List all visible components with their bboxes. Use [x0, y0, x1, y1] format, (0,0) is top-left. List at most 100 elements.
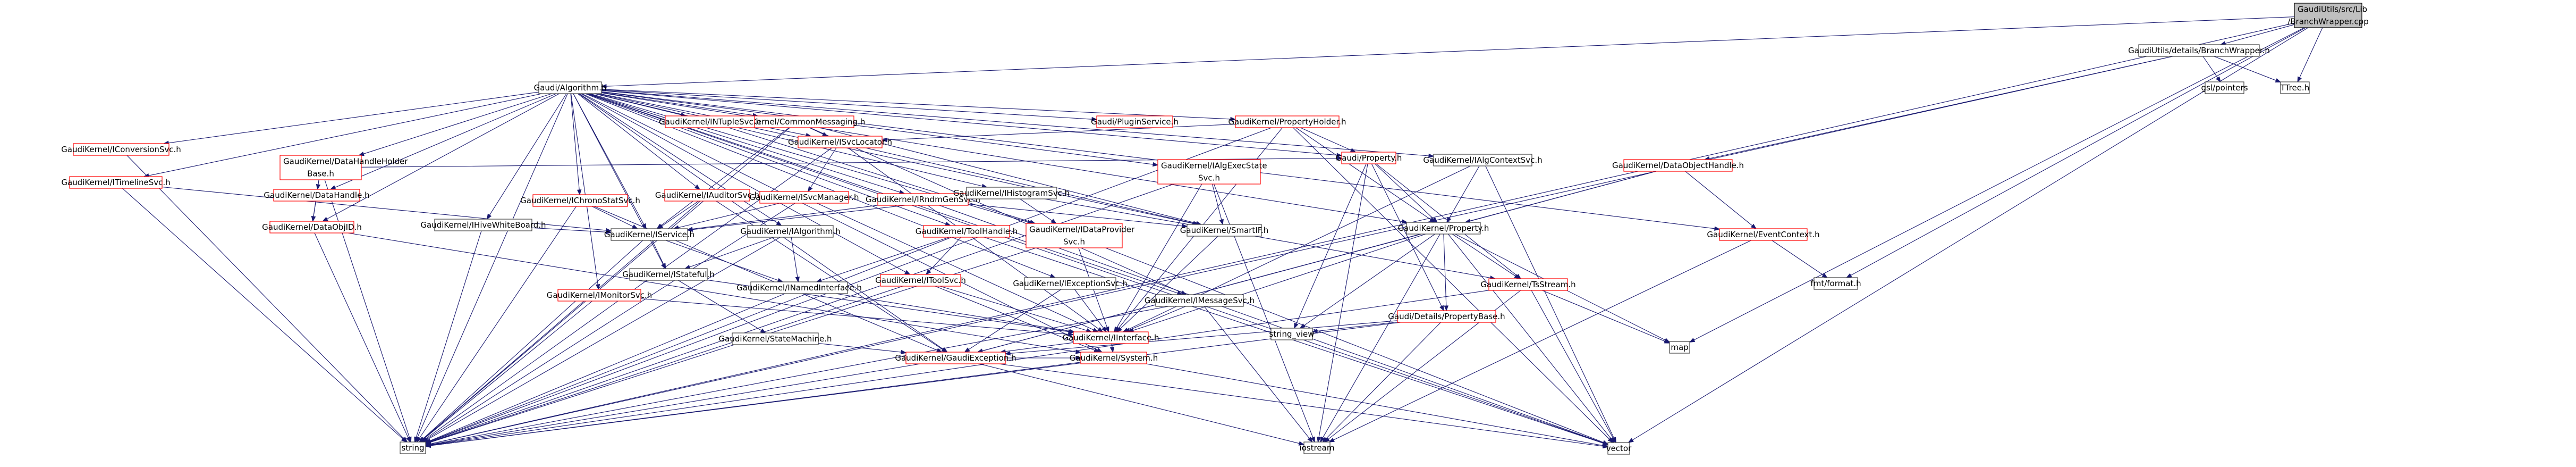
include-edge — [925, 237, 962, 276]
node-box — [1341, 152, 1396, 164]
node-dataobjid[interactable]: GaudiKernel/DataObjID.h — [262, 221, 362, 234]
node-iconv[interactable]: GaudiKernel/IConversionSvc.h — [61, 143, 181, 156]
node-gaudiexc[interactable]: GaudiKernel/GaudiException.h — [895, 352, 1016, 364]
node-label: map — [1671, 343, 1688, 352]
node-map[interactable]: map — [1669, 341, 1690, 354]
include-edge — [324, 179, 412, 443]
node-statemach[interactable]: GaudiKernel/StateMachine.h — [719, 332, 832, 345]
node-label: GaudiUtils/src/Lib — [2298, 5, 2367, 14]
node-iexcsvc[interactable]: GaudiKernel/IExceptionSvc.h — [1013, 277, 1128, 290]
node-box — [1397, 310, 1496, 323]
node-ihist[interactable]: GaudiKernel/IHistogramSvc.h — [953, 187, 1070, 199]
include-edge — [425, 22, 2295, 446]
node-label: GaudiKernel/IAlgorithm.h — [740, 227, 840, 236]
include-edge — [1128, 234, 1426, 333]
node-label: Gaudi/Property.h — [1336, 153, 1402, 163]
node-isvcloc[interactable]: GaudiKernel/ISvcLocator.h — [788, 136, 892, 148]
node-ialgctx[interactable]: GaudiKernel/IAlgContextSvc.h — [1423, 154, 1543, 166]
node-propholder[interactable]: GaudiKernel/PropertyHolder.h — [1228, 115, 1346, 128]
node-box — [966, 187, 1057, 199]
node-dataobjh[interactable]: GaudiKernel/DataObjectHandle.h — [1612, 159, 1744, 172]
node-smartif[interactable]: GaudiKernel/SmartIF.h — [1180, 224, 1268, 237]
node-property[interactable]: Gaudi/Property.h — [1336, 152, 1402, 164]
include-edge — [314, 232, 411, 443]
node-label: GaudiKernel/IHistogramSvc.h — [953, 188, 1070, 198]
node-root: GaudiUtils/src/Lib/BranchWrapper.cpp — [2287, 3, 2369, 28]
node-inamed[interactable]: GaudiKernel/INamedInterface.h — [736, 281, 862, 294]
include-edge — [1685, 171, 1757, 229]
node-propbase[interactable]: Gaudi/Details/PropertyBase.h — [1388, 310, 1505, 323]
node-iauditor[interactable]: GaudiKernel/IAuditorSvc.h — [655, 189, 759, 202]
node-vector[interactable]: vector — [1606, 442, 1632, 455]
include-edge — [1300, 127, 1357, 153]
node-intuple[interactable]: GaudiKernel/INTupleSvc.h — [659, 115, 761, 128]
node-dhandle[interactable]: GaudiKernel/DataHandle.h — [264, 189, 370, 202]
node-isvcmgr[interactable]: GaudiKernel/ISvcManager.h — [750, 191, 859, 204]
include-edge — [425, 362, 1081, 448]
include-edge — [577, 93, 701, 190]
node-label: GaudiKernel/IAlgExecState — [1161, 161, 1267, 171]
include-edge — [1204, 306, 1313, 443]
node-box — [759, 191, 849, 204]
node-iwb[interactable]: GaudiKernel/IHiveWhiteBoard.h — [420, 219, 546, 231]
node-fmt[interactable]: fmt/format.h — [1810, 277, 1861, 290]
node-alg[interactable]: Gaudi/Algorithm.h — [534, 81, 607, 94]
node-toolhandle[interactable]: GaudiKernel/ToolHandle.h — [916, 225, 1018, 238]
include-edge — [1375, 163, 1438, 223]
include-edge — [600, 16, 2295, 89]
node-box — [798, 136, 883, 148]
node-imonitor[interactable]: GaudiKernel/IMonitorSvc.h — [547, 289, 653, 302]
node-label: GaudiKernel/DataHandleHolder — [283, 157, 408, 166]
node-gkprop[interactable]: GaudiKernel/Property.h — [1398, 222, 1489, 235]
include-edge — [1531, 290, 1616, 444]
node-label: gsl/pointers — [2201, 83, 2248, 93]
node-iservice[interactable]: GaudiKernel/IService.h — [604, 228, 694, 241]
node-pluginsvc[interactable]: Gaudi/PluginService.h — [1091, 115, 1179, 128]
node-label: GaudiKernel/ISvcLocator.h — [788, 137, 892, 147]
node-ttree[interactable]: TTree.h — [2280, 81, 2310, 94]
node-cmsg[interactable]: GaudiKernel/CommonMessaging.h — [728, 115, 866, 128]
node-ialgorithm[interactable]: GaudiKernel/IAlgorithm.h — [740, 225, 841, 238]
include-edge — [587, 93, 1609, 445]
node-evtctx[interactable]: GaudiKernel/EventContext.h — [1707, 228, 1820, 241]
node-label: Base.h — [307, 169, 334, 179]
node-itoolsvc[interactable]: GaudiKernel/IToolSvc.h — [875, 274, 966, 287]
node-istateful[interactable]: GaudiKernel/IStateful.h — [622, 268, 715, 281]
node-string[interactable]: string — [400, 441, 426, 454]
node-label: GaudiKernel/IToolSvc.h — [875, 276, 966, 285]
node-irndm[interactable]: GaudiKernel/IRndmGenSvc.h — [866, 193, 980, 206]
node-label: GaudiKernel/IMonitorSvc.h — [547, 290, 653, 300]
node-box — [747, 225, 834, 238]
include-edge — [1689, 27, 2304, 343]
node-box — [532, 194, 628, 207]
include-edge — [425, 363, 921, 447]
node-stringview[interactable]: string_view — [1269, 328, 1315, 340]
node-box — [2294, 3, 2362, 28]
node-box — [1433, 154, 1532, 166]
node-box — [664, 189, 750, 202]
node-system[interactable]: GaudiKernel/System.h — [1070, 352, 1158, 364]
include-edge — [1211, 184, 1224, 226]
node-box — [2280, 81, 2310, 94]
node-gslp[interactable]: gsl/pointers — [2201, 81, 2248, 94]
node-iinterface[interactable]: GaudiKernel/IInterface.h — [1062, 331, 1159, 344]
include-edge — [640, 298, 1074, 337]
node-itimeline[interactable]: GaudiKernel/ITimelineSvc.h — [61, 176, 171, 189]
edge-layer — [122, 16, 2323, 449]
node-label: GaudiKernel/TsStream.h — [1480, 280, 1575, 289]
node-box — [732, 332, 819, 345]
include-edge — [977, 234, 1422, 353]
node-label: GaudiKernel/INTupleSvc.h — [659, 117, 761, 127]
node-ichrono[interactable]: GaudiKernel/IChronoStatSvc.h — [520, 194, 640, 207]
include-edge — [1446, 165, 1480, 223]
node-label: TTree.h — [2280, 83, 2309, 93]
include-edge — [1114, 184, 1202, 333]
include-edge — [415, 93, 568, 443]
node-iostream[interactable]: iostream — [1300, 441, 1335, 454]
node-bwh[interactable]: GaudiUtils/details/BranchWrapper.h — [2128, 44, 2270, 57]
node-tsstream[interactable]: GaudiKernel/TsStream.h — [1480, 278, 1576, 291]
node-imsgsvc[interactable]: GaudiKernel/IMessageSvc.h — [1145, 294, 1255, 307]
